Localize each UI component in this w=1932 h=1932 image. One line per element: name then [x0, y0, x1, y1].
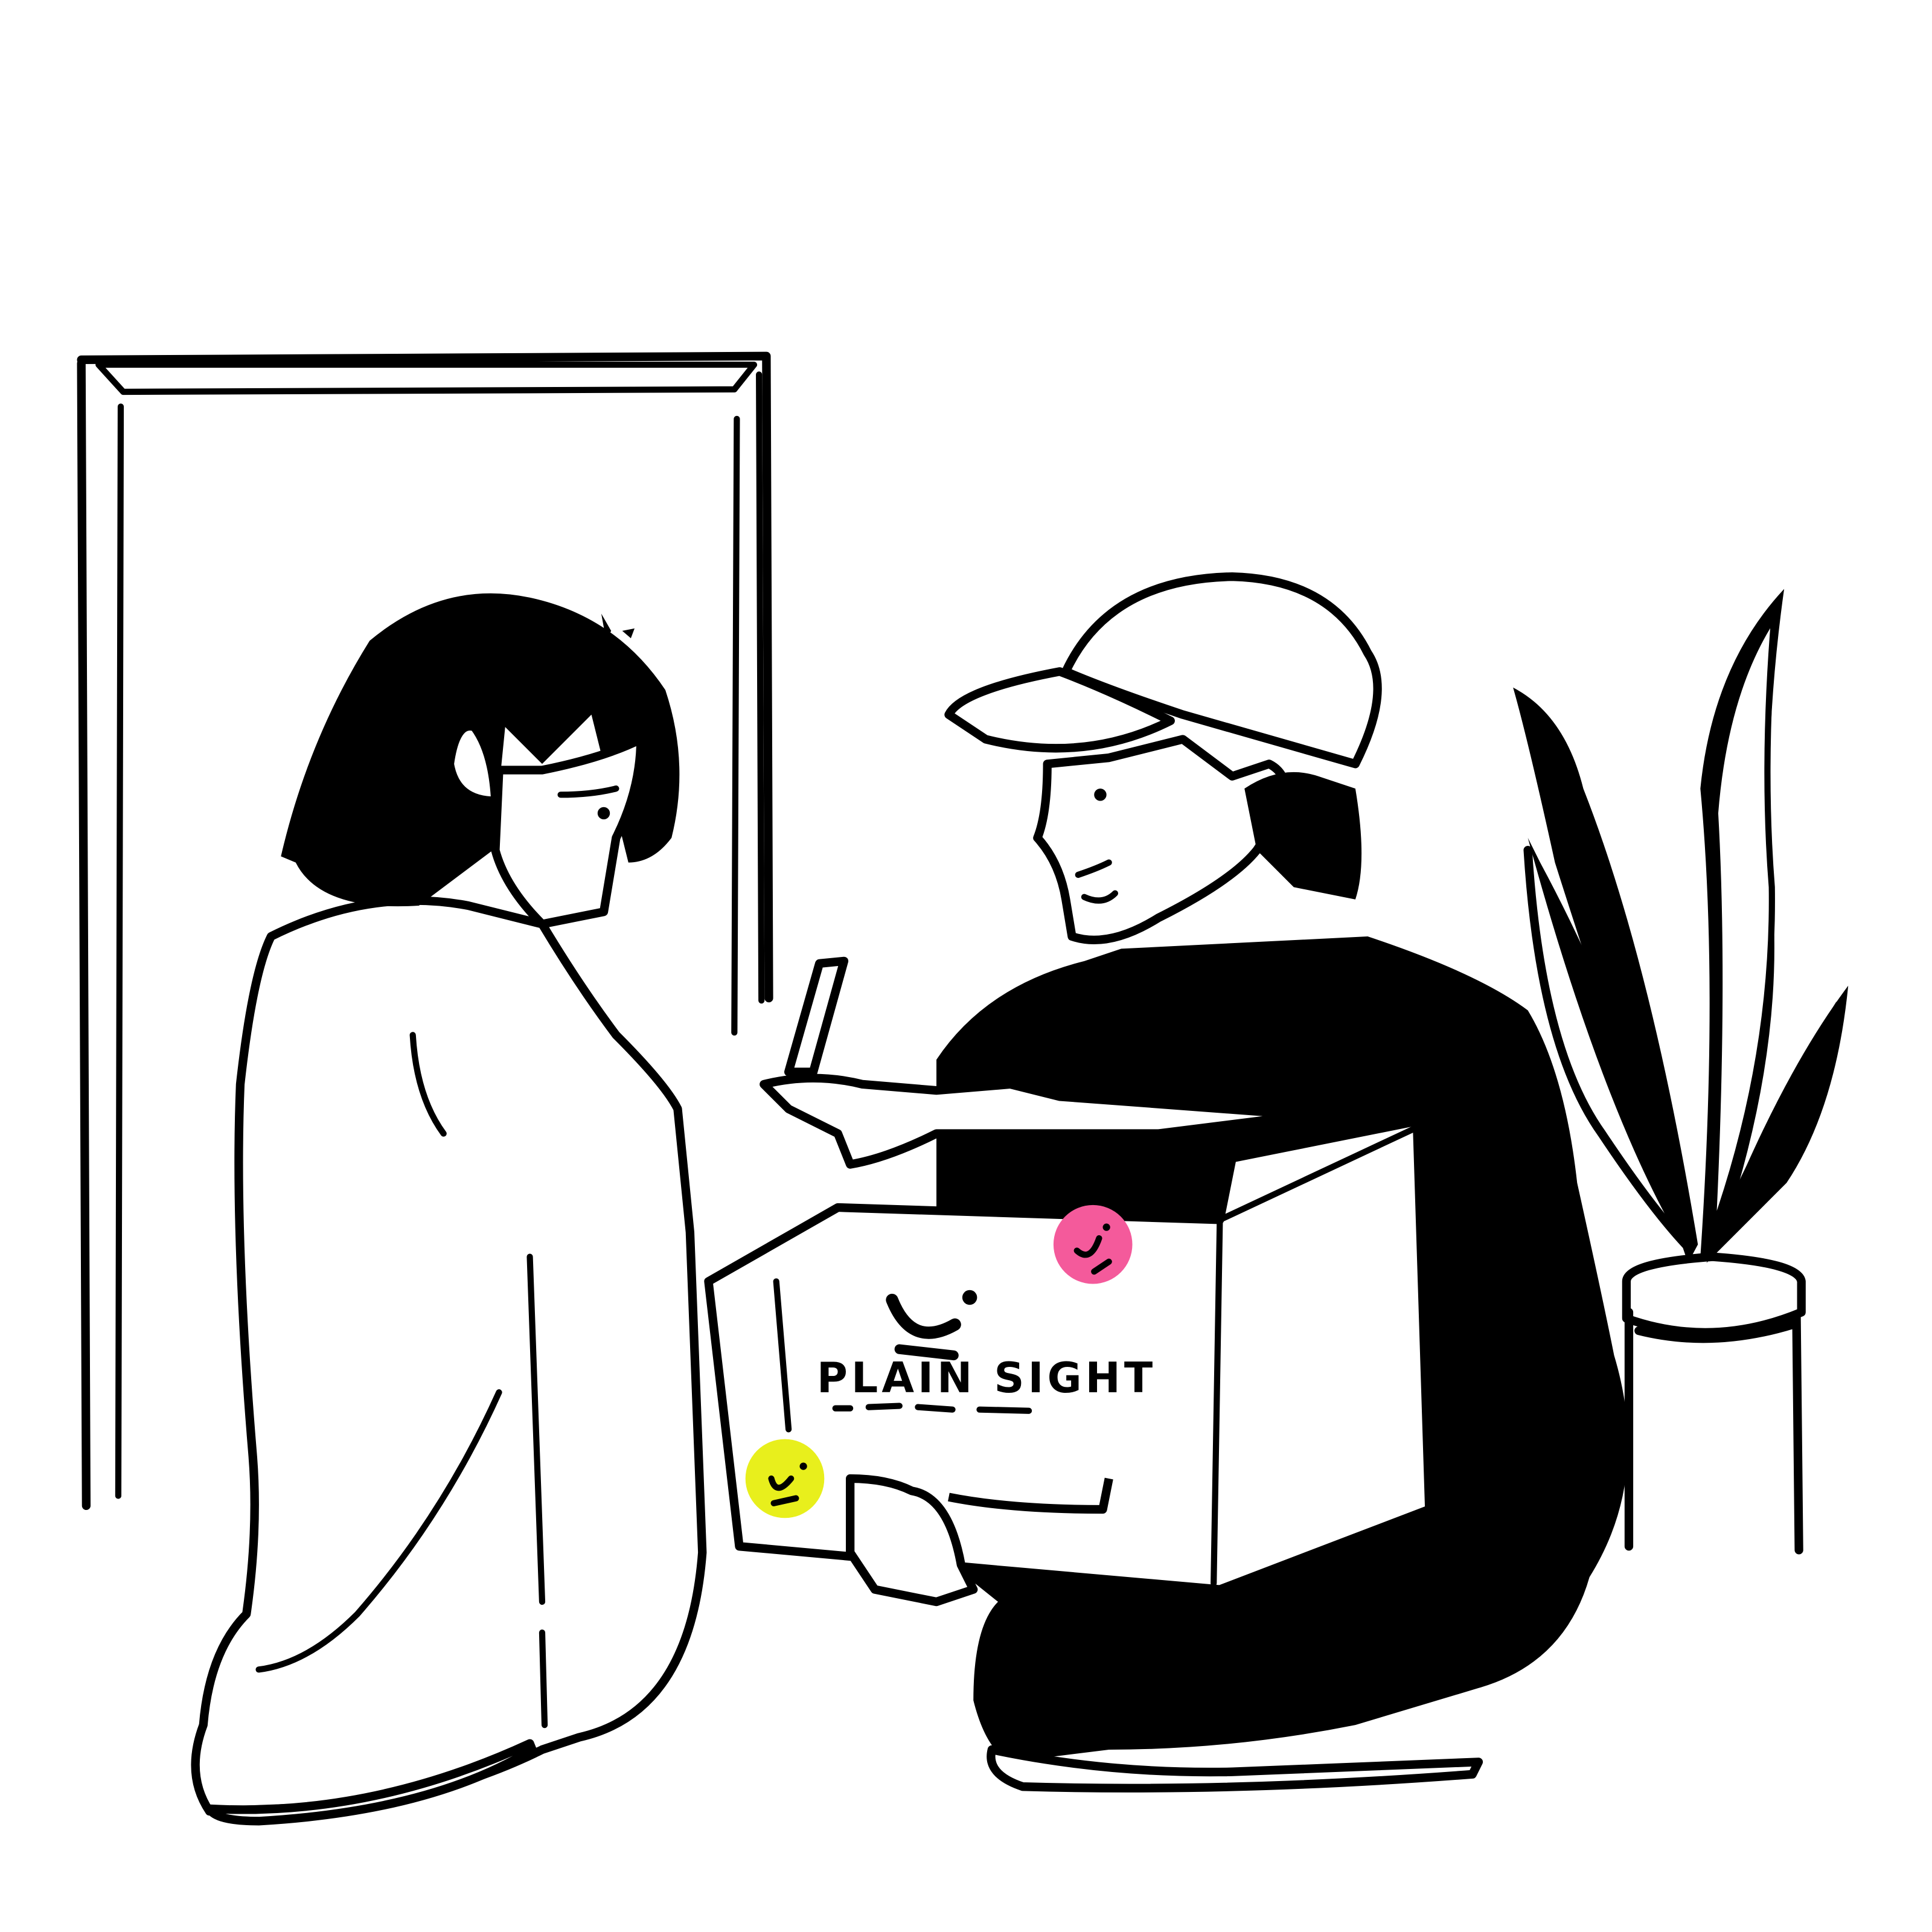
- woman-customer: [191, 593, 707, 1816]
- brand-name: PLAIN SIGHT: [817, 1354, 1156, 1403]
- pink-sticker: [1053, 1204, 1133, 1284]
- potted-plant: [1513, 589, 1849, 1555]
- box-logo: PLAIN SIGHT: [817, 1290, 1156, 1414]
- hands: [760, 956, 1311, 1607]
- door-frame: [77, 351, 773, 1511]
- yellow-sticker: [745, 1439, 825, 1518]
- man-shoe: [987, 1745, 1483, 1793]
- woman-shoe: [205, 1739, 537, 1826]
